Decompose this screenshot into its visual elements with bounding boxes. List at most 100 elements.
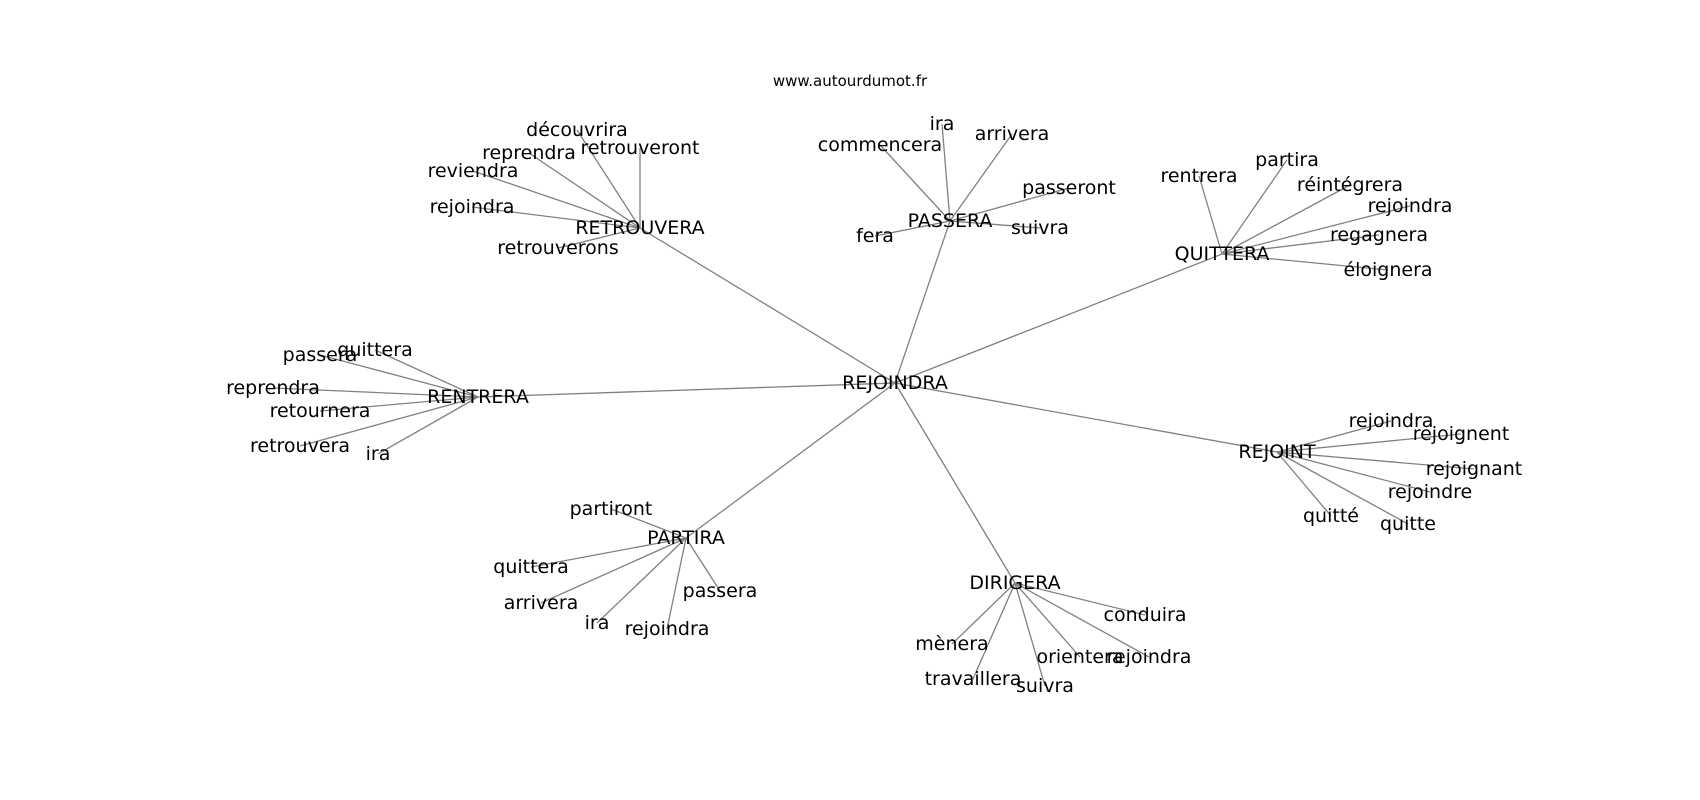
edge-quittera-regagnera [1221, 234, 1380, 255]
leaf-node-rejoint-quitte: quitté [1303, 505, 1359, 527]
edge-passera-suivra [949, 220, 1041, 229]
edge-partira-arrivera [540, 537, 687, 604]
leaf-node-rejoint-rejoindra: rejoindra [1349, 410, 1434, 432]
edge-passera-commencera [879, 144, 951, 222]
center-node-label: REJOINDRA [842, 372, 948, 394]
edge-dirigera-travaillera [972, 582, 1016, 680]
leaf-node-quittera-rejoindra: rejoindra [1368, 195, 1453, 217]
edge-rejoint-rejoignant [1276, 451, 1475, 470]
edge-center-retrouvera [639, 227, 896, 384]
edge-passera-passeront [949, 187, 1070, 222]
leaf-node-quittera-reintegrera: réintégrera [1297, 174, 1403, 196]
edge-rejoint-rejoignent [1276, 433, 1462, 453]
edge-center-rentrera [477, 382, 896, 398]
leaf-node-rentrera-retrouvera: retrouvera [250, 435, 350, 457]
leaf-node-dirigera-orientera: orientera [1036, 646, 1123, 668]
leaf-node-rentrera-passera: passera [283, 344, 358, 366]
edge-passera-arrivera [949, 133, 1013, 222]
hub-node-rentrera: RENTRERA [427, 386, 529, 408]
edge-quittera-rentrera [1198, 175, 1223, 255]
edge-quittera-partira [1221, 159, 1288, 255]
leaf-node-passera-suivra: suivra [1011, 217, 1069, 239]
leaf-node-retrouvera-retrouverons: retrouverons [497, 237, 619, 259]
leaf-node-passera-commencera: commencera [818, 134, 942, 156]
leaf-node-partira-partiront: partiront [570, 498, 653, 520]
hub-node-passera: PASSERA [908, 210, 993, 232]
hub-node-retrouvera: RETROUVERA [575, 217, 704, 239]
leaf-node-quittera-eloignera: éloignera [1343, 259, 1432, 281]
leaf-node-retrouvera-decouvrira: découvrira [526, 119, 628, 141]
edge-rentrera-quittera [374, 349, 479, 398]
leaf-node-partira-rejoindra: rejoindra [625, 618, 710, 640]
leaf-node-rejoint-quitte: quitte [1380, 513, 1436, 535]
leaf-node-rentrera-retournera: retournera [270, 400, 371, 422]
leaf-node-rentrera-reprendra: reprendra [226, 377, 320, 399]
edge-partira-ira [596, 537, 687, 624]
label-layer: REJOINDRARETROUVERAdécouvriraretrouveron… [226, 113, 1522, 697]
edge-rentrera-passera [319, 354, 479, 398]
edge-rejoint-quitte [1276, 451, 1332, 517]
edge-dirigera-rejoindra [1014, 582, 1150, 658]
leaf-node-rejoint-rejoindre: rejoindre [1388, 481, 1472, 503]
edge-passera-ira [941, 123, 951, 222]
edge-partira-partiront [610, 508, 687, 539]
edge-layer [272, 123, 1475, 687]
hub-node-quittera: QUITTERA [1175, 243, 1270, 265]
leaf-node-dirigera-conduira: conduira [1104, 604, 1187, 626]
leaf-node-quittera-regagnera: regagnera [1330, 224, 1428, 246]
edge-rejoint-quitte [1276, 451, 1409, 525]
edge-partira-quittera [530, 537, 687, 568]
leaf-node-retrouvera-retrouveront: retrouveront [580, 137, 699, 159]
leaf-node-passera-passeront: passeront [1022, 177, 1116, 199]
edge-dirigera-orientera [1014, 582, 1081, 658]
edge-partira-passera [685, 537, 721, 592]
leaf-node-partira-quittera: quittera [493, 556, 568, 578]
edge-retrouvera-reviendra [472, 170, 641, 229]
edge-dirigera-menera [951, 582, 1016, 645]
site-credit: www.autourdumot.fr [772, 72, 928, 90]
edge-retrouvera-reprendra [528, 152, 641, 229]
edge-partira-rejoindra [666, 537, 687, 630]
edge-dirigera-conduira [1014, 582, 1146, 616]
edge-retrouvera-decouvrira [576, 129, 641, 229]
leaf-node-dirigera-rejoindra: rejoindra [1107, 646, 1192, 668]
edge-retrouvera-rejoindra [471, 206, 641, 229]
leaf-node-partira-passera: passera [683, 580, 758, 602]
leaf-node-partira-ira: ira [585, 612, 610, 634]
leaf-node-quittera-partira: partira [1255, 149, 1319, 171]
leaf-node-dirigera-menera: mènera [915, 633, 988, 655]
edge-quittera-rejoindra [1221, 205, 1411, 255]
edge-retrouvera-retrouverons [557, 227, 641, 249]
edge-rejoint-rejoindre [1276, 451, 1431, 493]
edge-center-rejoint [894, 382, 1278, 453]
leaf-node-rejoint-rejoignant: rejoignant [1426, 458, 1523, 480]
hub-node-dirigera: DIRIGERA [969, 572, 1060, 594]
edge-rentrera-ira [377, 396, 479, 455]
edge-rentrera-retrouvera [299, 396, 479, 447]
edge-center-partira [685, 382, 896, 539]
hub-node-rejoint: REJOINT [1238, 441, 1316, 463]
edge-center-dirigera [894, 382, 1016, 584]
edge-dirigera-suivra [1014, 582, 1046, 687]
leaf-node-rejoint-rejoignent: rejoignent [1413, 423, 1510, 445]
hub-node-partira: PARTIRA [647, 527, 725, 549]
leaf-node-dirigera-suivra: suivra [1016, 675, 1074, 697]
edge-center-passera [894, 220, 951, 384]
edge-quittera-reintegrera [1221, 184, 1351, 255]
leaf-node-retrouvera-reprendra: reprendra [482, 142, 576, 164]
edge-passera-fera [874, 220, 951, 237]
edge-rejoint-rejoindra [1276, 420, 1392, 453]
leaf-node-dirigera-travaillera: travaillera [925, 668, 1022, 690]
leaf-node-retrouvera-rejoindra: rejoindra [430, 196, 515, 218]
edge-center-quittera [894, 253, 1223, 384]
leaf-node-rentrera-quittera: quittera [337, 339, 412, 361]
leaf-node-passera-ira: ira [930, 113, 955, 135]
edge-quittera-eloignera [1221, 253, 1389, 271]
leaf-node-partira-arrivera: arrivera [504, 592, 579, 614]
edge-rentrera-retournera [319, 396, 479, 412]
leaf-node-retrouvera-reviendra: reviendra [428, 160, 519, 182]
edge-rentrera-reprendra [272, 387, 479, 398]
leaf-node-quittera-rentrera: rentrera [1160, 165, 1237, 187]
leaf-node-passera-fera: fera [856, 225, 894, 247]
